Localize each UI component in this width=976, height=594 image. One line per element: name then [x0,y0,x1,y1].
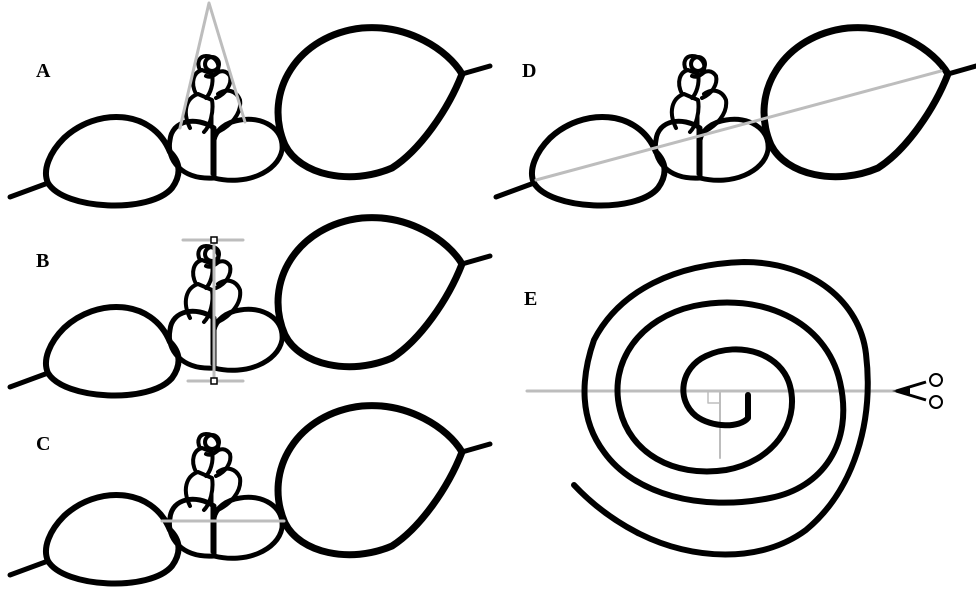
specimen-c [10,406,490,584]
panel-label-b: B [36,250,49,272]
panel-label-d: D [522,60,536,82]
specimen-d [496,28,976,206]
panel-label-c: C [36,433,50,455]
panel-e: E [524,262,942,555]
specimen-a [10,28,490,206]
panel-b: B [10,218,490,396]
panel-d: D [496,28,976,206]
panel-a: A [10,3,490,206]
panel-label-e: E [524,288,537,310]
panel-c: C [10,406,490,584]
specimen-b [10,218,490,396]
panel-label-a: A [36,60,51,82]
scissors-icon [892,374,942,408]
